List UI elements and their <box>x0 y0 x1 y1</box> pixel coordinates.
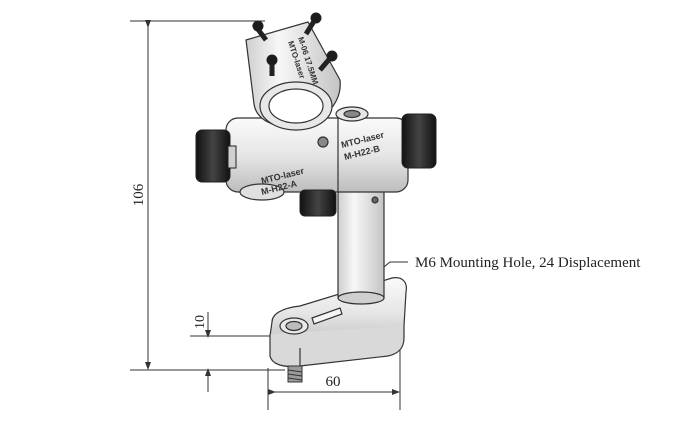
clamp-screw-4 <box>318 50 338 72</box>
bottom-mounting-screw <box>287 365 303 383</box>
height-total-label: 106 <box>131 183 147 206</box>
mounting-hole-callout: M6 Mounting Hole, 24 Displacement <box>415 255 641 271</box>
base-height-label: 10 <box>193 315 208 329</box>
base-width-label: 60 <box>326 374 341 390</box>
bottom-adjust-knob <box>299 189 337 217</box>
clamp-screw-1 <box>252 20 268 42</box>
dimension-base-height <box>190 312 270 392</box>
clamp-screw-2 <box>303 12 322 36</box>
laser-clamp-ring <box>245 21 341 131</box>
vertical-post <box>337 171 385 305</box>
clamp-screw-3 <box>266 54 278 76</box>
mount-base-arm <box>269 277 407 368</box>
left-adjust-knob <box>195 129 237 183</box>
right-adjust-knob <box>401 113 437 169</box>
holder-body <box>225 106 409 201</box>
